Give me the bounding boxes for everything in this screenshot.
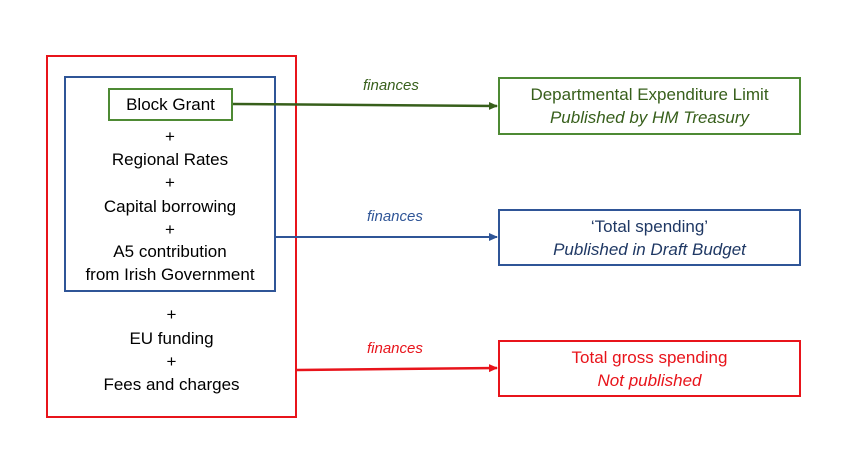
green-arrow (232, 101, 498, 110)
del-subtitle: Published by HM Treasury (549, 108, 750, 127)
plus-sign: + (165, 173, 175, 192)
total-gross-spending-box: Total gross spending Not published (498, 340, 801, 397)
block-grant-box: Block Grant (108, 88, 233, 121)
green-arrow-label: finances (363, 77, 419, 94)
total-spending-box: ‘Total spending’ Published in Draft Budg… (498, 209, 801, 266)
total-gross-subtitle: Not published (597, 370, 702, 390)
regional-rates-label: Regional Rates (111, 150, 229, 169)
total-gross-title: Total gross spending (571, 347, 728, 367)
plus-sign: + (166, 305, 177, 324)
a5-contribution-label: A5 contribution (113, 242, 227, 261)
red-arrow (296, 364, 498, 373)
eu-funding-label: EU funding (129, 329, 214, 348)
fees-charges-label: Fees and charges (103, 375, 240, 394)
del-title: Departmental Expenditure Limit (530, 85, 769, 104)
del-box: Departmental Expenditure Limit Published… (498, 77, 801, 135)
irish-government-label: from Irish Government (85, 265, 255, 284)
block-grant-label: Block Grant (126, 94, 215, 114)
blue-arrow-label: finances (367, 208, 423, 225)
capital-borrowing-label: Capital borrowing (103, 197, 237, 216)
plus-sign: + (166, 352, 177, 371)
total-spending-sources-box (64, 76, 276, 292)
plus-sign: + (165, 127, 175, 146)
red-arrow-label: finances (367, 340, 423, 357)
total-spending-title: ‘Total spending’ (590, 216, 709, 236)
total-spending-subtitle: Published in Draft Budget (553, 239, 746, 259)
plus-sign: + (165, 220, 175, 239)
